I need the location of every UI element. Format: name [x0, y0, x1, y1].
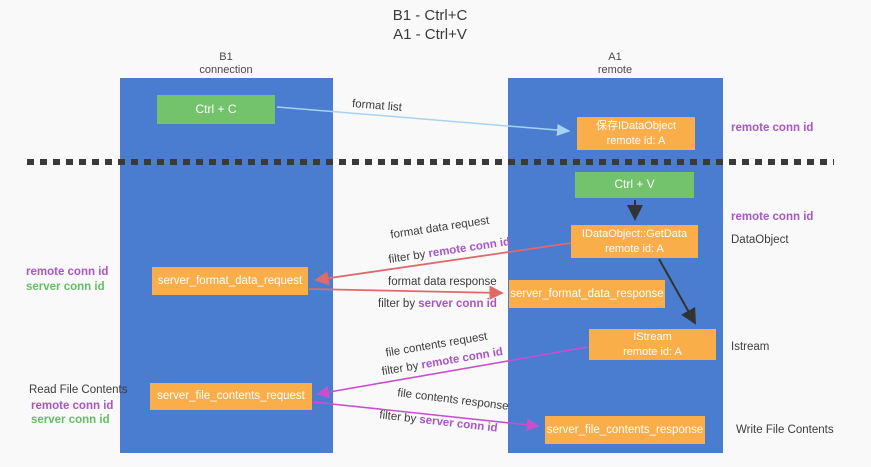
- istream-annotation: Istream: [731, 341, 770, 353]
- format-list-label: format list: [351, 98, 403, 114]
- server-file-contents-response-label: server_file_contents_response: [546, 423, 704, 436]
- save-dataobject-line1: 保存IDataObject: [595, 120, 677, 133]
- ctrl-v-box: Ctrl + V: [575, 172, 694, 198]
- title-line-1: B1 - Ctrl+C: [392, 7, 468, 24]
- remote-conn-id-annotation-mid: remote conn id: [731, 211, 814, 223]
- server-conn-id-annotation-left-1: server conn id: [26, 281, 105, 293]
- lifeline-a1-subtitle: remote: [597, 64, 633, 76]
- istream-box: IStream remote id: A: [589, 329, 716, 360]
- server-conn-id-highlight: server conn id: [418, 298, 497, 310]
- filter-by-text: filter by: [387, 248, 430, 267]
- lifeline-b1-name: B1: [219, 51, 233, 63]
- write-file-contents-annotation: Write File Contents: [736, 424, 834, 436]
- file-contents-response-filter-label: filter by server conn id: [379, 409, 498, 434]
- ctrl-v-label: Ctrl + V: [614, 177, 655, 192]
- format-data-response-arrow: [308, 285, 504, 300]
- server-format-data-response-label: server_format_data_response: [510, 287, 664, 300]
- format-data-response-filter-label: filter by server conn id: [378, 298, 497, 310]
- title-line-2: A1 - Ctrl+V: [393, 26, 467, 43]
- istream-line1: IStream: [633, 331, 672, 344]
- dataobject-annotation: DataObject: [731, 234, 789, 246]
- remote-conn-id-highlight: remote conn id: [427, 235, 511, 261]
- save-dataobject-box: 保存IDataObject remote id: A: [577, 117, 695, 150]
- lifeline-b1-header: B1 connection: [166, 51, 286, 77]
- getdata-line2: remote id: A: [605, 242, 664, 255]
- file-contents-response-label: file contents response: [396, 387, 510, 413]
- filter-by-text: filter by: [380, 359, 423, 379]
- ctrl-c-box: Ctrl + C: [157, 95, 275, 124]
- server-file-contents-request-box: server_file_contents_request: [150, 383, 312, 410]
- server-format-data-response-box: server_format_data_response: [509, 280, 665, 308]
- format-data-request-filter-label: filter by remote conn id: [388, 236, 511, 266]
- server-conn-id-highlight: server conn id: [418, 413, 499, 435]
- filter-by-text: filter by: [378, 298, 419, 310]
- server-conn-id-annotation-left-2: server conn id: [31, 414, 110, 426]
- save-dataobject-line2: remote id: A: [606, 134, 666, 147]
- getdata-line1: IDataObject::GetData: [581, 228, 688, 241]
- server-format-data-request-label: server_format_data_request: [157, 274, 303, 287]
- format-data-request-label: format data request: [389, 214, 491, 242]
- format-data-response-label: format data response: [388, 276, 497, 288]
- filter-by-text: filter by: [378, 409, 421, 426]
- diagram-title: B1 - Ctrl+C A1 - Ctrl+V: [330, 6, 530, 44]
- getdata-box: IDataObject::GetData remote id: A: [571, 225, 698, 258]
- server-file-contents-response-box: server_file_contents_response: [545, 416, 705, 444]
- remote-conn-id-annotation-left-1: remote conn id: [26, 266, 109, 278]
- server-file-contents-request-label: server_file_contents_request: [157, 390, 305, 403]
- istream-line2: remote id: A: [623, 345, 682, 358]
- remote-conn-id-annotation-left-2: remote conn id: [31, 400, 114, 412]
- read-file-contents-annotation: Read File Contents: [29, 384, 128, 396]
- remote-conn-id-annotation-top: remote conn id: [731, 122, 814, 134]
- ctrl-c-label: Ctrl + C: [195, 101, 237, 116]
- lifeline-a1-header: A1 remote: [555, 51, 675, 77]
- lifeline-a1-name: A1: [608, 51, 622, 63]
- lifeline-b1-subtitle: connection: [199, 64, 253, 76]
- dashed-divider: [27, 159, 834, 165]
- server-format-data-request-box: server_format_data_request: [152, 267, 308, 295]
